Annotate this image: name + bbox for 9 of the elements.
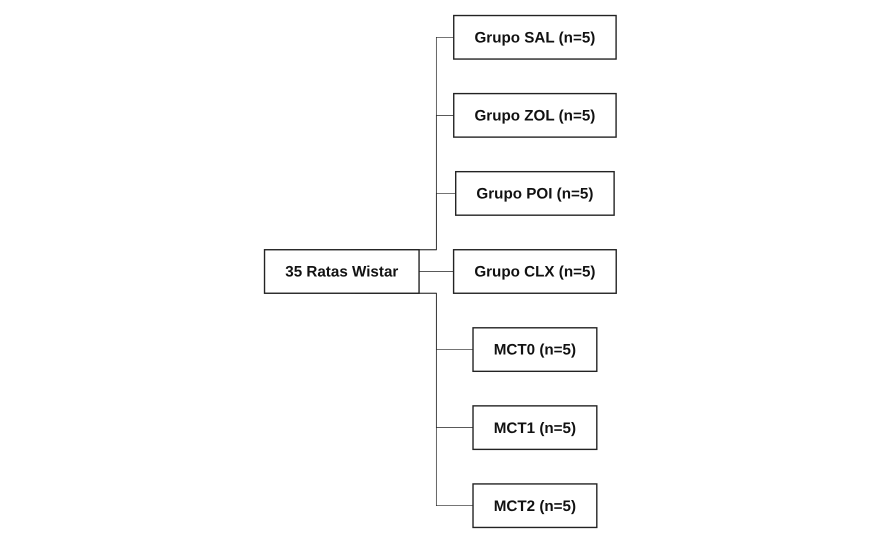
node-box: Grupo ZOL (n=5) <box>452 92 616 138</box>
node-box: MCT1 (n=5) <box>472 405 598 450</box>
node-box: Grupo SAL (n=5) <box>452 14 616 60</box>
node-box: MCT2 (n=5) <box>472 483 598 528</box>
node-box: Grupo CLX (n=5) <box>452 249 617 294</box>
connector <box>418 271 454 272</box>
node-box: 35 Ratas Wistar <box>263 249 420 294</box>
node-box: MCT0 (n=5) <box>472 327 598 372</box>
node-box: Grupo POI (n=5) <box>454 170 614 216</box>
